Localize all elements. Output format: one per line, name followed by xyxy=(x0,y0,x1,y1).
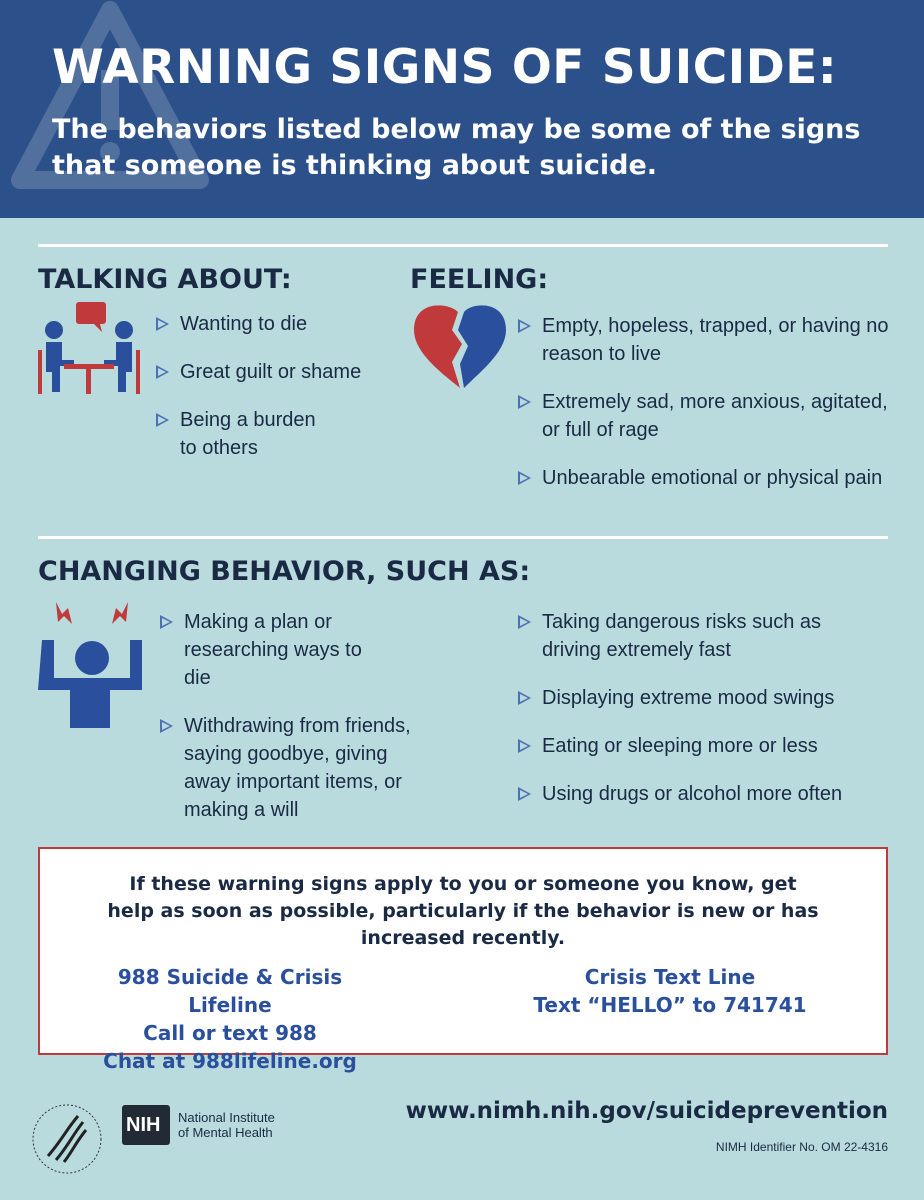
header-banner: WARNING SIGNS OF SUICIDE: The behaviors … xyxy=(0,0,924,218)
textline-name: Crisis Text Line xyxy=(584,965,756,989)
behavior-heading: CHANGING BEHAVIOR, SUCH AS: xyxy=(38,556,531,587)
textline-info: Crisis Text Line Text “HELLO” to 741741 xyxy=(520,963,820,1019)
list-item: Using drugs or alcohol more often xyxy=(518,780,848,808)
help-message-text: If these warning signs apply to you or s… xyxy=(107,873,819,949)
warning-triangle-icon xyxy=(11,1,209,189)
list-item: Eating or sleeping more or less xyxy=(518,732,848,760)
institute-line-1: National Institute xyxy=(178,1110,275,1125)
page-title: WARNING SIGNS OF SUICIDE: xyxy=(52,40,838,95)
broken-heart-icon xyxy=(414,305,506,388)
distressed-person-icon xyxy=(38,602,142,728)
list-item: Unbearable emotional or physical pain xyxy=(518,464,898,492)
page-subtitle: The behaviors listed below may be some o… xyxy=(52,114,861,181)
divider xyxy=(38,244,888,247)
lifeline-call[interactable]: Call or text 988 xyxy=(143,1021,317,1045)
list-item: Great guilt or shame xyxy=(156,358,386,386)
two-people-talking-icon xyxy=(38,302,140,394)
feeling-heading: FEELING: xyxy=(410,264,549,295)
institute-name: National Institute of Mental Health xyxy=(178,1110,275,1140)
lifeline-name: 988 Suicide & Crisis Lifeline xyxy=(117,965,343,1017)
hhs-seal-logo xyxy=(32,1104,102,1174)
talking-heading: TALKING ABOUT: xyxy=(38,264,292,295)
list-item: Being a burden to others xyxy=(156,406,326,462)
list-item: Withdrawing from friends, saying goodbye… xyxy=(160,712,420,824)
get-help-box: If these warning signs apply to you or s… xyxy=(38,847,888,1073)
textline-text[interactable]: Text “HELLO” to 741741 xyxy=(533,993,807,1017)
list-item: Empty, hopeless, trapped, or having no r… xyxy=(518,312,898,368)
list-item: Displaying extreme mood swings xyxy=(518,684,848,712)
website-link[interactable]: www.nimh.nih.gov/suicideprevention xyxy=(405,1098,888,1124)
talking-list: Wanting to die Great guilt or shame Bein… xyxy=(156,310,386,482)
feeling-list: Empty, hopeless, trapped, or having no r… xyxy=(518,312,898,512)
list-item: Taking dangerous risks such as driving e… xyxy=(518,608,838,664)
list-item: Extremely sad, more anxious, agitated, o… xyxy=(518,388,898,444)
institute-line-2: of Mental Health xyxy=(178,1125,273,1140)
help-message: If these warning signs apply to you or s… xyxy=(40,871,886,952)
lifeline-info: 988 Suicide & Crisis Lifeline Call or te… xyxy=(80,963,380,1075)
behavior-list-left: Making a plan or researching ways to die… xyxy=(160,608,420,844)
divider xyxy=(38,536,888,539)
behavior-list-right: Taking dangerous risks such as driving e… xyxy=(518,608,848,828)
nih-logo: NIH xyxy=(122,1105,170,1145)
list-item: Making a plan or researching ways to die xyxy=(160,608,390,692)
identifier-text: NIMH Identifier No. OM 22-4316 xyxy=(715,1140,888,1154)
list-item: Wanting to die xyxy=(156,310,386,338)
lifeline-chat[interactable]: Chat at 988lifeline.org xyxy=(103,1049,357,1073)
